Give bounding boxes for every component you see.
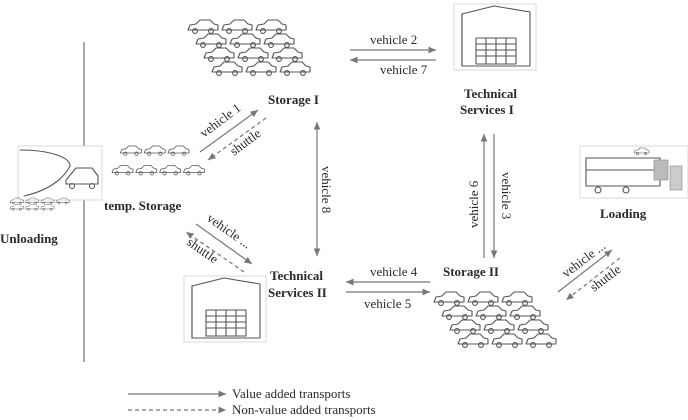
node-tech-services-2-line2: Services II <box>268 285 327 300</box>
label-vehicle-8: vehicle 8 <box>319 166 334 213</box>
storage-2-illustration <box>434 292 556 347</box>
label-vehicle-5: vehicle 5 <box>364 296 411 311</box>
label-vehicle-1: vehicle 1 <box>197 100 244 140</box>
node-tech-services-1-line2: Services I <box>460 102 514 117</box>
loading-illustration <box>579 145 688 199</box>
node-tech-services-2: Technical <box>270 268 323 283</box>
node-loading: Loading <box>600 206 647 221</box>
legend-non-value-added: Non-value added transports <box>232 402 376 417</box>
label-vehicle-2: vehicle 2 <box>370 32 417 47</box>
tech-services-1-line2: Services I <box>460 102 514 117</box>
arrow-vehicle-lower-left <box>195 223 253 265</box>
node-tech-services-1: Technical <box>464 86 517 101</box>
label-shuttle-lower-right: shuttle <box>587 261 624 294</box>
node-unloading: Unloading <box>0 231 58 246</box>
node-storage-1: Storage I <box>268 92 319 107</box>
arrow-vehicle-1 <box>199 109 259 153</box>
tech-services-1-line1: Technical <box>464 86 517 101</box>
arrow-shuttle-lower-left <box>185 231 245 273</box>
temp-storage-illustration <box>111 145 205 176</box>
arrow-shuttle-upper <box>207 117 267 161</box>
tech-services-2-line2: Services II <box>268 285 327 300</box>
label-vehicle-lower-left: vehicle ... <box>204 210 254 251</box>
arrow-shuttle-lower-right <box>565 257 621 301</box>
label-shuttle-lower-left: shuttle <box>184 234 221 266</box>
node-storage-2: Storage II <box>443 264 499 279</box>
unloading-illustration <box>9 145 103 211</box>
legend: Value added transports Non-value added t… <box>128 386 376 417</box>
tech-services-2-line1: Technical <box>270 268 323 283</box>
node-temp-storage: temp. Storage <box>104 198 181 213</box>
label-vehicle-3: vehicle 3 <box>499 172 514 219</box>
label-vehicle-7: vehicle 7 <box>380 62 428 77</box>
label-vehicle-6: vehicle 6 <box>466 180 481 228</box>
storage-1-illustration <box>188 20 310 75</box>
arrow-vehicle-lower-right <box>557 249 613 293</box>
label-shuttle-upper: shuttle <box>227 125 264 158</box>
tech-services-2-illustration <box>183 275 267 343</box>
tech-services-1-illustration <box>453 3 537 71</box>
label-vehicle-4: vehicle 4 <box>370 264 418 279</box>
legend-value-added: Value added transports <box>232 386 350 401</box>
